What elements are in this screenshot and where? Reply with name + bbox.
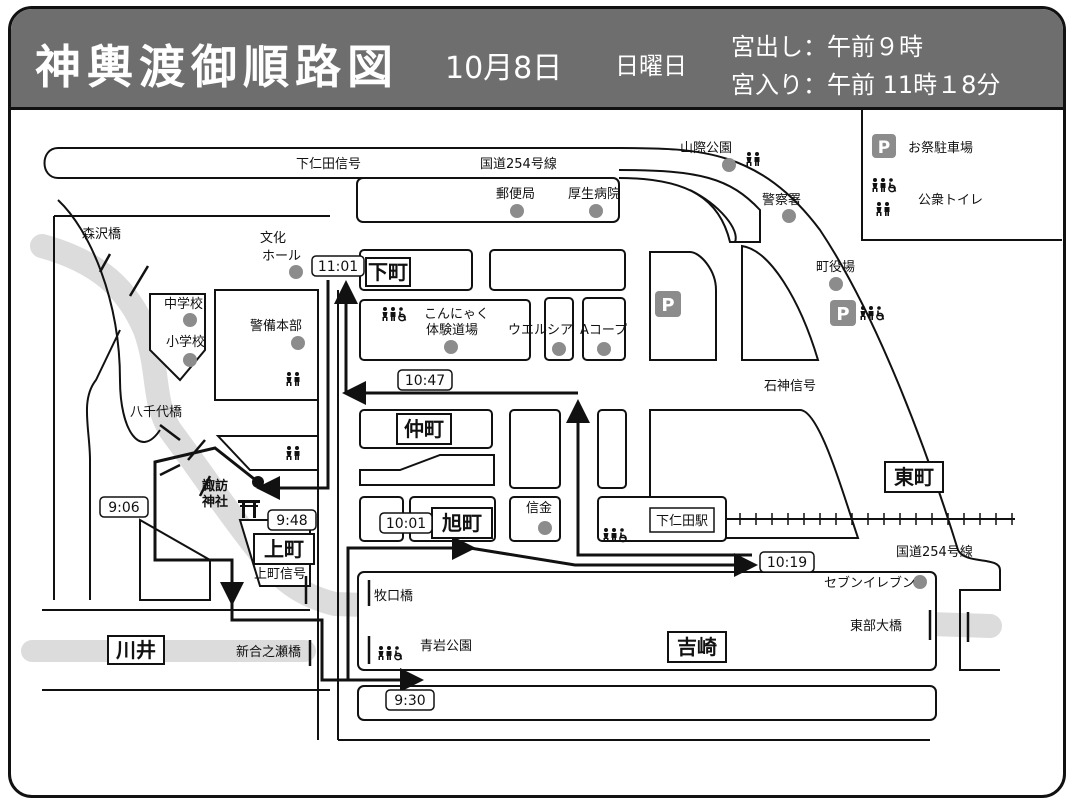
town-yoshizaki: 吉崎: [677, 635, 717, 659]
label-konnyaku-1: こんにゃく: [424, 307, 489, 322]
time-0906: 9:06: [108, 500, 140, 516]
departure-time: 宮出し：午前９時: [731, 33, 923, 61]
roads: [42, 147, 1001, 741]
label-seven-eleven: セブンイレブン: [824, 575, 915, 591]
time-0948: 9:48: [276, 513, 307, 529]
label-junior-high: 中学校: [164, 296, 203, 312]
place-labels: 下仁田信号 国道254号線 郵便局 厚生病院 山際公園 警察署 町役場 文化 ホ…: [82, 141, 973, 660]
label-suwa-shrine-1: 諏訪: [202, 478, 228, 494]
event-weekday: 日曜日: [615, 52, 687, 80]
label-town-hall: 町役場: [816, 260, 855, 275]
bridges: [98, 253, 970, 666]
time-1101: 11:01: [318, 259, 358, 275]
procession-route: [153, 280, 758, 692]
arrival-time: 宮入り：午前 11時１8分: [731, 71, 1001, 99]
time-0930: 9:30: [394, 693, 425, 709]
label-shinkin: 信金: [526, 500, 552, 516]
event-date: 10月8日: [445, 51, 563, 86]
label-seigan-park: 青岩公園: [420, 639, 472, 654]
header-bar: 神輿渡御順路図 10月8日 日曜日 宮出し：午前９時 宮入り：午前 11時１8分: [11, 9, 1063, 110]
label-culture-hall-1: 文化: [260, 231, 286, 246]
label-makiguchi-bridge: 牧口橋: [374, 589, 413, 604]
label-post-office: 郵便局: [496, 187, 535, 202]
town-asahimachi: 旭町: [441, 511, 482, 535]
torii-icon: [238, 476, 264, 518]
time-labels: [99, 255, 815, 711]
town-higashimachi: 東町: [894, 465, 934, 489]
label-konnyaku-2: 体験道場: [426, 323, 478, 338]
legend-toilet-label: 公衆トイレ: [918, 192, 983, 208]
town-nakamachi: 仲町: [404, 417, 444, 441]
label-acoop: Aコープ: [580, 323, 627, 338]
town-labels: 下町 仲町 旭町 上町 東町 吉崎 川井: [107, 257, 944, 665]
svg-text:P: P: [836, 304, 849, 325]
time-1019: 10:19: [767, 555, 807, 571]
town-kamimachi: 上町: [264, 537, 304, 561]
svg-text:P: P: [878, 138, 890, 158]
svg-text:P: P: [661, 295, 674, 316]
label-ishigami-signal: 石神信号: [764, 379, 816, 394]
label-hacchiyo-bridge: 八千代橋: [130, 405, 182, 420]
label-culture-hall-2: ホール: [262, 249, 301, 264]
label-shimonita-station: 下仁田駅: [656, 514, 708, 529]
page-title: 神輿渡御順路図: [35, 40, 399, 94]
legend-parking-label: お祭駐車場: [908, 141, 973, 156]
time-1047: 10:47: [405, 373, 445, 389]
time-1001: 10:01: [386, 516, 426, 532]
town-shimomachi: 下町: [368, 260, 408, 284]
label-welcia: ウエルシア: [508, 323, 573, 338]
label-suwa-shrine-2: 神社: [202, 494, 228, 510]
town-kawai: 川井: [115, 638, 156, 662]
label-morisawa-bridge: 森沢橋: [82, 227, 121, 242]
label-police: 警察署: [762, 192, 801, 208]
label-hospital: 厚生病院: [568, 187, 620, 202]
landmark-dot-icon: [183, 158, 927, 589]
label-kamimachi-signal: 上町信号: [254, 567, 306, 582]
label-yamagiwa-park: 山際公園: [680, 141, 732, 156]
label-elementary: 小学校: [166, 334, 205, 350]
label-shimonita-signal: 下仁田信号: [296, 157, 361, 172]
label-route254-right: 国道254号線: [896, 544, 973, 560]
label-security-hq: 警備本部: [250, 318, 302, 334]
label-tobu-bridge: 東部大橋: [850, 618, 902, 634]
railway: [726, 513, 1015, 525]
label-shinai-bridge: 新合之瀬橋: [236, 644, 301, 660]
parking-icon: P P: [655, 291, 856, 326]
legend: P お祭駐車場 公衆トイレ: [861, 108, 1062, 241]
label-route254-top: 国道254号線: [480, 156, 557, 172]
